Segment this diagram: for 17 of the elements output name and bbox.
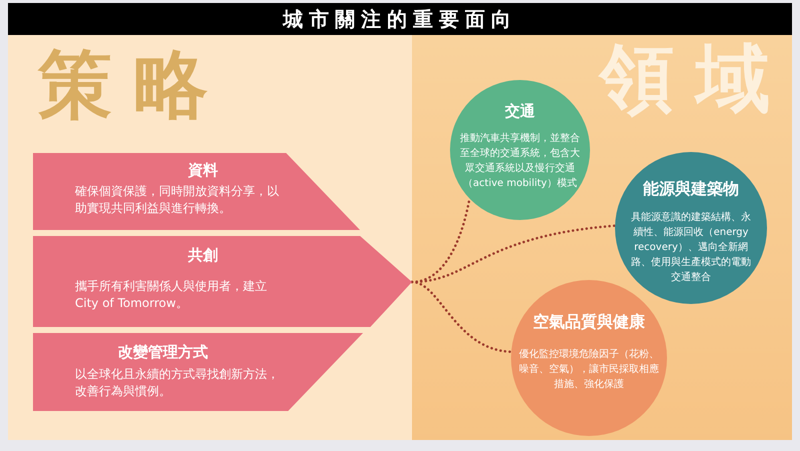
circle-text: 推動汽車共享機制，並整合至全球的交通系統，包含大眾交通系統以及慢行交通（active mobility）模式 — [460, 132, 580, 191]
box-text: 確保個資保護，同時開放資料分享，以助實現共同利益與進行轉換。 — [75, 183, 280, 217]
circle-text: 優化監控環境危險因子（花粉、噪音、空氣），讓市民採取相應措施、強化保護 — [518, 348, 660, 392]
circle-heading: 交通 — [505, 102, 535, 121]
box-heading: 改變管理方式 — [117, 343, 209, 362]
box-text: 攜手所有利害關係人與使用者，建立City of Tomorrow。 — [75, 278, 268, 312]
box-heading: 資料 — [187, 161, 219, 180]
section-heading: 策略 — [38, 48, 230, 122]
circle-heading: 能源與建築物 — [643, 179, 739, 200]
box-text: 以全球化且永續的方式尋找創新方法，改善行為與慣例。 — [75, 366, 280, 400]
dotted-connector — [410, 280, 512, 353]
box-heading: 共創 — [187, 246, 219, 265]
circle-text: 具能源意識的建築結構、永續性、能源回收（energy recovery）、邁向全新網路、使用與生產模式的電動交通整合 — [630, 210, 752, 285]
circle-heading: 空氣品質與健康 — [533, 312, 645, 333]
title-bar: 城市關注的重要面向 — [8, 3, 792, 35]
section-heading: 領域 — [600, 42, 792, 116]
arrow-segment — [33, 236, 412, 327]
